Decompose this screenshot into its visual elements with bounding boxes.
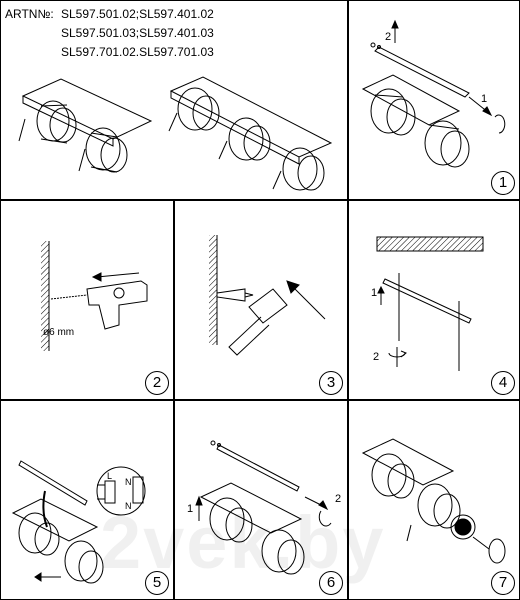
panel-step-2: ø6 mm 2	[0, 200, 174, 400]
two-and-three-spot-lamps-illustration	[18, 76, 333, 191]
panel-step-4: 1 2 4	[348, 200, 520, 400]
terminal-label-n2: N	[125, 501, 132, 511]
terminal-label-n1: N	[125, 477, 132, 487]
panel-step-6: 1 2 6	[174, 400, 348, 600]
arrow-label-1: 1	[481, 93, 488, 105]
insert-bulb-illustration	[361, 438, 506, 564]
attach-fixture-illustration	[195, 440, 332, 575]
step-number-4: 4	[491, 371, 515, 395]
wiring-illustration	[11, 460, 146, 584]
article-line-3: SL597.701.02.SL597.701.03	[61, 45, 214, 59]
ceiling-mount-illustration	[376, 236, 484, 371]
arrow-label-1: 1	[371, 287, 378, 299]
remove-mounting-bracket-illustration	[361, 19, 506, 168]
arrow-label-2: 2	[385, 31, 392, 43]
drill-hole-illustration	[41, 241, 148, 351]
step-number-5: 5	[145, 571, 169, 595]
article-line-1: SL597.501.02;SL597.401.02	[61, 7, 214, 21]
article-line-2: SL597.501.03;SL597.401.03	[61, 26, 214, 40]
arrow-label-2: 2	[373, 351, 380, 363]
article-label: ARTN№:	[5, 7, 54, 21]
step-number-2: 2	[145, 371, 169, 395]
drill-diameter: ø6 mm	[43, 327, 75, 338]
article-numbers: ARTN№: SL597.501.02;SL597.401.02 SL597.50…	[5, 5, 214, 62]
arrow-label-1: 1	[187, 503, 194, 515]
panel-step-3: 3	[174, 200, 348, 400]
panel-step-7: 7	[348, 400, 520, 600]
panel-step-5: N L N 5	[0, 400, 174, 600]
terminal-label-l: L	[107, 471, 113, 481]
step-number-1: 1	[491, 171, 515, 195]
panel-product-overview: ARTN№: SL597.501.02;SL597.401.02 SL597.50…	[0, 0, 348, 200]
hammer-dowel-illustration	[209, 235, 326, 356]
panel-step-1: 2 1 1	[348, 0, 520, 200]
step-number-7: 7	[491, 571, 515, 595]
step-number-6: 6	[319, 571, 343, 595]
arrow-label-2: 2	[335, 493, 342, 505]
step-number-3: 3	[319, 371, 343, 395]
